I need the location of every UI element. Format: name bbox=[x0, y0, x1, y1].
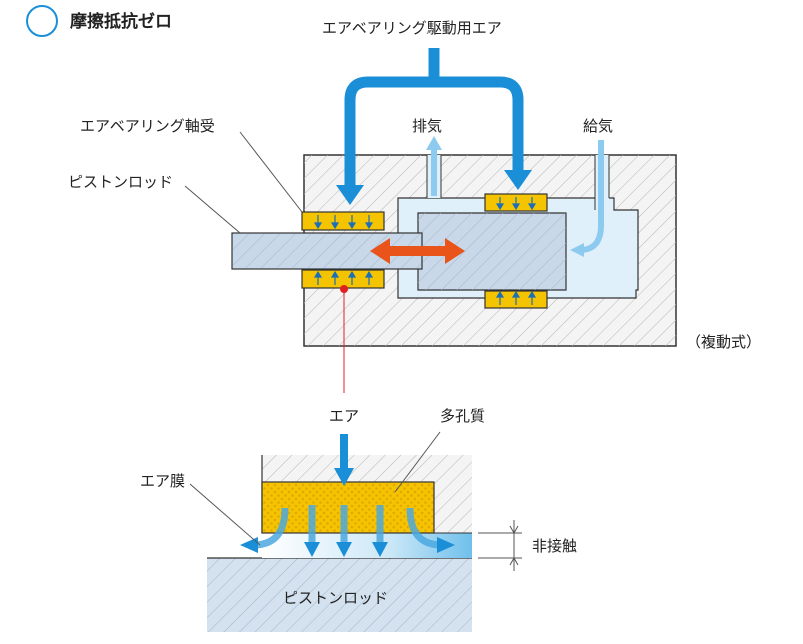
page-title: 摩擦抵抗ゼロ bbox=[70, 11, 172, 32]
bearing-rod-upper bbox=[301, 211, 385, 231]
intake-arrow bbox=[570, 140, 604, 257]
label-double-acting: （複動式） bbox=[686, 333, 761, 351]
bearing-up-arrows bbox=[313, 270, 537, 305]
label-exhaust: 排気 bbox=[412, 117, 442, 135]
bearing-down-arrows bbox=[313, 197, 537, 230]
label-air-film: エア膜 bbox=[140, 472, 185, 490]
leader-piston-rod bbox=[184, 185, 241, 234]
label-piston-rod-bottom: ピストンロッド bbox=[283, 589, 388, 607]
leader-porous bbox=[394, 431, 441, 493]
label-piston-rod-top: ピストンロッド bbox=[68, 173, 173, 191]
leader-air-film bbox=[189, 483, 261, 546]
label-non-contact: 非接触 bbox=[532, 537, 577, 555]
detail-marker bbox=[340, 285, 348, 293]
label-intake: 給気 bbox=[583, 117, 613, 135]
porous-element bbox=[261, 481, 435, 534]
label-air-supply: エアベアリング駆動用エア bbox=[322, 19, 502, 37]
exhaust-arrow bbox=[426, 136, 442, 196]
label-air: エア bbox=[329, 407, 359, 425]
gap-dimension bbox=[478, 520, 522, 571]
air-inlet-arrow bbox=[334, 434, 354, 486]
title-circle-icon bbox=[26, 5, 58, 37]
leader-air-bearing bbox=[239, 131, 303, 213]
motion-double-arrow bbox=[370, 238, 465, 264]
label-porous: 多孔質 bbox=[440, 407, 485, 425]
label-air-bearing: エアベアリング軸受 bbox=[80, 117, 215, 135]
film-flow-arrows bbox=[240, 505, 455, 557]
